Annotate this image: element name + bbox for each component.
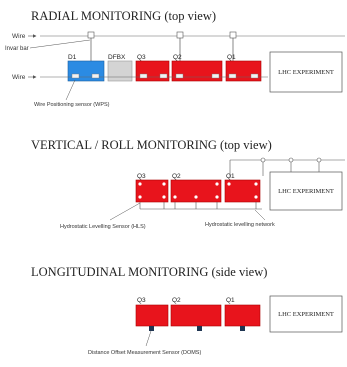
hls-sensor: [162, 182, 166, 186]
magnet-label-q2: Q2: [173, 54, 182, 61]
hls-sensor: [215, 182, 219, 186]
wps-sensor: [175, 73, 184, 79]
invar-leader: [29, 39, 91, 49]
magnet-label-q1: Q1: [227, 54, 236, 61]
doms-label: Distance Offset Measurement Sensor (DOMS…: [88, 350, 201, 356]
wps-sensor: [139, 73, 148, 79]
l-lhc-experiment-label: LHC EXPERIMENT: [278, 311, 334, 318]
wps-sensor: [159, 73, 168, 79]
magnet-q2: [171, 60, 223, 82]
wps-sensor: [211, 73, 220, 79]
longitudinal-section: LONGITUDINAL MONITORING (side view) Q3 Q…: [31, 265, 343, 356]
network-label: Hydrostatic levelling network: [205, 222, 275, 228]
lhc-experiment-label: LHC EXPERIMENT: [278, 69, 334, 76]
radial-section: RADIAL MONITORING (top view) Wire Invar …: [5, 9, 345, 108]
wps-sensor: [71, 73, 80, 79]
wire-label-top: Wire: [12, 33, 26, 40]
network-leader: [254, 209, 266, 221]
v-magnet-label-q3: Q3: [137, 173, 146, 180]
wps-sensor: [228, 73, 237, 79]
doms-sensor: [240, 326, 245, 331]
v-lhc-experiment-box: [269, 171, 343, 211]
wps-top-box: [176, 31, 184, 39]
doms-sensor: [197, 326, 202, 331]
wps-sensor: [91, 73, 100, 79]
l-lhc-experiment-box: [269, 295, 343, 333]
hls-sensor: [227, 182, 231, 186]
magnet-label-q3: Q3: [137, 54, 146, 61]
l-magnet-q1: [224, 304, 261, 327]
longitudinal-title: LONGITUDINAL MONITORING (side view): [31, 265, 267, 279]
magnet-label-dfbx: DFBX: [108, 54, 126, 61]
hls-node: [316, 157, 322, 163]
hls-sensor: [162, 195, 166, 199]
l-magnet-label-q3: Q3: [137, 297, 146, 304]
lhc-experiment-box: [269, 51, 343, 93]
hls-sensor: [138, 182, 142, 186]
v-magnet-label-q1: Q1: [226, 173, 235, 180]
wps-top-box: [87, 31, 95, 39]
v-magnet-q3: [135, 179, 169, 203]
v-magnet-label-q2: Q2: [172, 173, 181, 180]
wps-top-box: [229, 31, 237, 39]
v-magnet-q2: [170, 179, 222, 203]
hls-node: [260, 157, 266, 163]
hls-sensor: [215, 195, 219, 199]
invar-bar-label: Invar bar: [5, 46, 29, 52]
v-magnet-q1: [224, 179, 261, 203]
hls-sensor: [173, 195, 177, 199]
magnet-label-d1: D1: [68, 54, 77, 61]
radial-title: RADIAL MONITORING (top view): [31, 9, 216, 23]
doms-leader: [145, 330, 152, 347]
hls-leader: [109, 202, 141, 221]
hls-sensor: [254, 182, 258, 186]
doms-sensor: [149, 326, 154, 331]
hls-sensor: [194, 195, 198, 199]
wps-sensor: [250, 73, 259, 79]
magnet-dfbx: [107, 60, 133, 82]
wire-label-bottom: Wire: [12, 74, 26, 81]
vertical-section: VERTICAL / ROLL MONITORING (top view) Q3…: [31, 138, 345, 230]
hls-sensor: [254, 195, 258, 199]
l-magnet-label-q2: Q2: [172, 297, 181, 304]
hls-node: [288, 157, 294, 163]
vertical-title: VERTICAL / ROLL MONITORING (top view): [31, 138, 272, 152]
hls-sensor: [138, 195, 142, 199]
hls-label: Hydrostatic Levelling Sensor (HLS): [60, 224, 146, 230]
l-magnet-label-q1: Q1: [226, 297, 235, 304]
l-magnet-q2: [170, 304, 222, 327]
l-magnet-q3: [135, 304, 169, 327]
wps-label: Wire Positioning sensor (WPS): [34, 102, 110, 108]
wps-leader: [65, 79, 76, 101]
v-lhc-experiment-label: LHC EXPERIMENT: [278, 188, 334, 195]
